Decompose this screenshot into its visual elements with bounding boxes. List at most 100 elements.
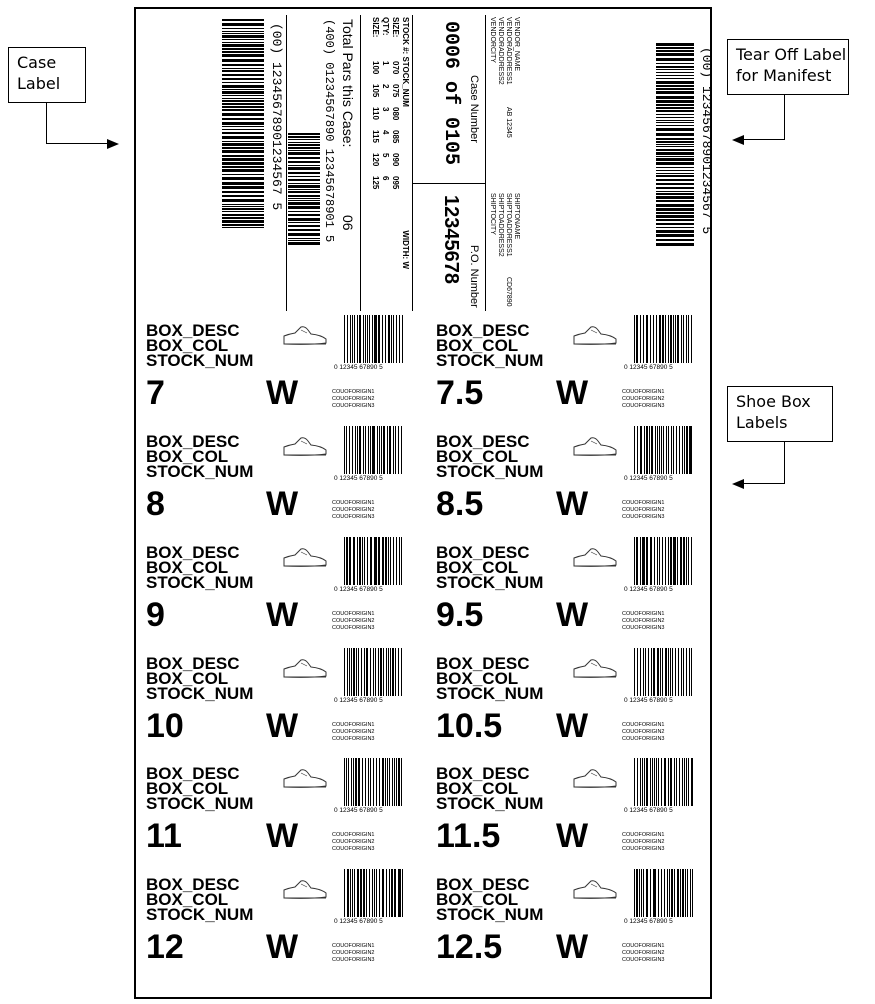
barcode-bar [672,648,673,696]
barcode-bar [661,426,662,474]
barcode-bar [649,869,651,917]
box-color: BOX_COL [146,890,229,909]
barcode-bar [656,648,658,696]
barcode-bar [394,869,396,917]
barcode-bar [222,220,264,223]
barcode-bar [656,191,694,192]
leader-line [46,103,47,144]
origin-line: COUOFORIGIN1 [332,611,375,617]
barcode-bar [656,426,659,474]
barcode-bar [288,152,320,155]
barcode-bar [674,537,676,585]
barcode-bar [656,215,694,218]
shipto-line: SHIPTOCITY [489,193,496,235]
barcode-bar [346,315,348,363]
arrow-right-icon [107,139,119,149]
barcode-bar [676,537,679,585]
barcode-bar [683,315,684,363]
box-size: 9 [146,596,165,634]
barcode-bars [222,19,264,230]
barcode-bar [222,182,264,185]
origin-line: COUOFORIGIN1 [332,943,375,949]
barcode-bar [288,176,320,177]
box-color: BOX_COL [436,447,519,466]
barcode-bar [652,426,654,474]
upc-barcode [634,426,694,474]
callout-text: Case [17,53,57,72]
barcode-bar [399,869,401,917]
barcode-bar [637,758,639,806]
barcode-bar [353,537,355,585]
barcode-bar [288,157,320,159]
box-stock-number: STOCK_NUM [146,905,254,924]
barcode-bar [390,648,392,696]
barcode-number: 0 12345 67890 5 [624,364,673,371]
barcode-bar [344,869,346,917]
barcode-bar [288,202,320,205]
barcode-bar [646,426,648,474]
box-size: 10 [146,707,184,745]
box-color: BOX_COL [436,669,519,688]
upc-barcode [634,869,694,917]
barcode-bar [373,537,375,585]
barcode-bar [687,869,688,917]
barcode-bar [350,537,352,585]
barcode-number: 0 12345 67890 5 [334,697,383,704]
barcode-bar [637,648,638,696]
barcode-bar [222,23,264,26]
barcode-bar [222,91,264,94]
barcode-bar [656,156,694,157]
shoe-icon [573,326,617,345]
barcode-bar [288,133,320,135]
total-row: Total Pars this Case: 06 [336,15,360,311]
barcode-number: 0 12345 67890 5 [334,364,383,371]
barcode-bar [344,315,345,363]
barcode-bar [359,758,360,806]
box-size: 7.5 [436,374,484,412]
barcode-bar [222,199,264,202]
barcode-bar [645,315,647,363]
tear-off-label[interactable]: (00) 1234567890123456​7 5 [654,37,710,267]
barcode-bar [676,426,677,474]
box-size: 9.5 [436,596,484,634]
barcode-bar [389,537,391,585]
barcode-bar [288,139,320,140]
shoe-icon [283,769,327,788]
barcode-bar [371,426,373,474]
barcode-bar [646,758,648,806]
barcode-bar [391,758,393,806]
origin-line: COUOFORIGIN1 [622,832,665,838]
barcode-bar [664,869,665,917]
barcode-bar [361,648,363,696]
barcode-bar [679,758,680,806]
barcode-bar [222,51,264,53]
barcode-bar [348,426,351,474]
barcode-bar [649,758,652,806]
barcode-bar [634,758,636,806]
barcode-bar [688,648,690,696]
barcode-bar [376,426,378,474]
barcode-bar [641,758,643,806]
barcode-bar [222,147,264,149]
barcode-bar [681,758,683,806]
barcode-bar [667,758,670,806]
barcode-bar [362,758,363,806]
barcode-bar [222,44,264,47]
barcode-bar [656,125,694,126]
barcode-bar [673,869,675,917]
shoe-icon [283,880,327,899]
origin-line: COUOFORIGIN3 [622,957,665,963]
barcode-bar [349,648,351,696]
barcode-bar [349,869,351,917]
barcode-bar [353,758,355,806]
barcode-bar [641,537,643,585]
upc-barcode [344,648,404,696]
gtin-barcode: (00) 1234567890123456​7 5 [216,15,286,311]
barcode-bar [647,315,649,363]
barcode-bar [656,149,694,151]
box-size: 11 [146,817,182,855]
leader-line [46,143,108,144]
